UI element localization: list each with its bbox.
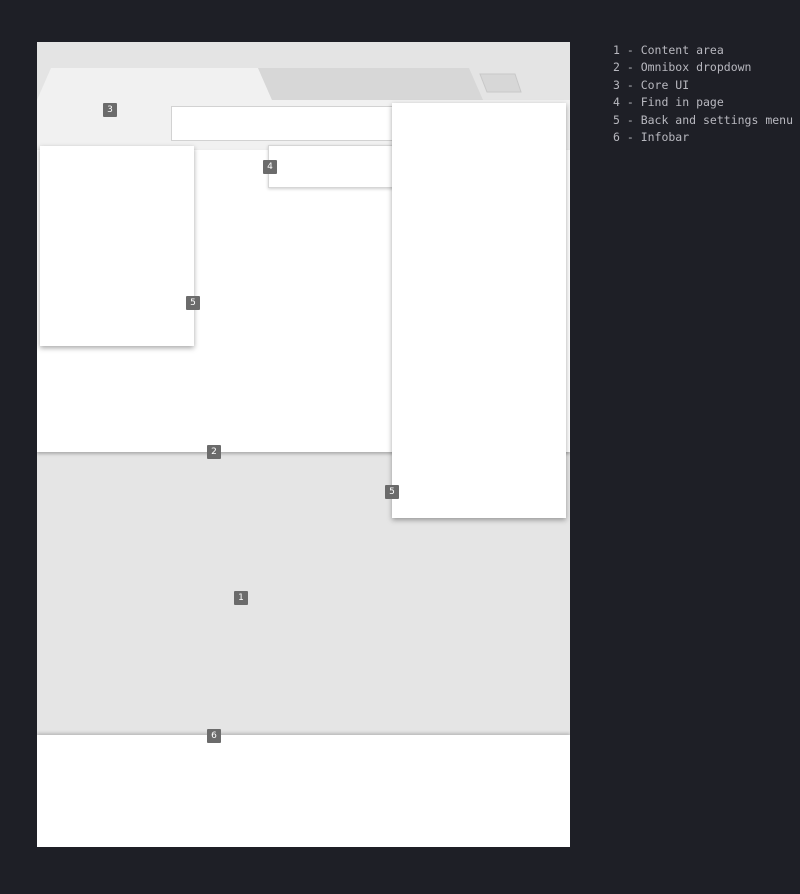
core-ui-marker: 3 <box>103 103 117 117</box>
legend-item: 5 - Back and settings menu <box>613 112 794 127</box>
legend-item: 2 - Omnibox dropdown <box>613 60 752 75</box>
browser-window-diagram: 3 4 5 2 5 1 6 <box>37 42 570 847</box>
legend-item: 3 - Core UI <box>613 77 690 92</box>
new-tab-button <box>479 73 522 93</box>
legend-item: 1 - Content area <box>613 43 724 57</box>
tab-shapes <box>37 68 522 100</box>
find-in-page-box <box>268 145 398 188</box>
legend-item: 4 - Find in page <box>613 95 724 110</box>
content-area-marker: 1 <box>234 591 248 605</box>
settings-menu-marker: 5 <box>385 485 399 499</box>
settings-menu-panel <box>392 103 566 518</box>
inactive-tab <box>258 68 483 100</box>
infobar-region <box>37 735 570 847</box>
legend: 1 - Content area 2 - Omnibox dropdown 3 … <box>613 42 793 146</box>
infobar-marker: 6 <box>207 729 221 743</box>
omnibox-dropdown-marker: 2 <box>207 445 221 459</box>
back-menu-marker: 5 <box>186 296 200 310</box>
back-menu-panel <box>40 146 194 346</box>
legend-item: 6 - Infobar <box>613 130 690 145</box>
find-in-page-marker: 4 <box>263 160 277 174</box>
active-tab <box>37 68 272 100</box>
